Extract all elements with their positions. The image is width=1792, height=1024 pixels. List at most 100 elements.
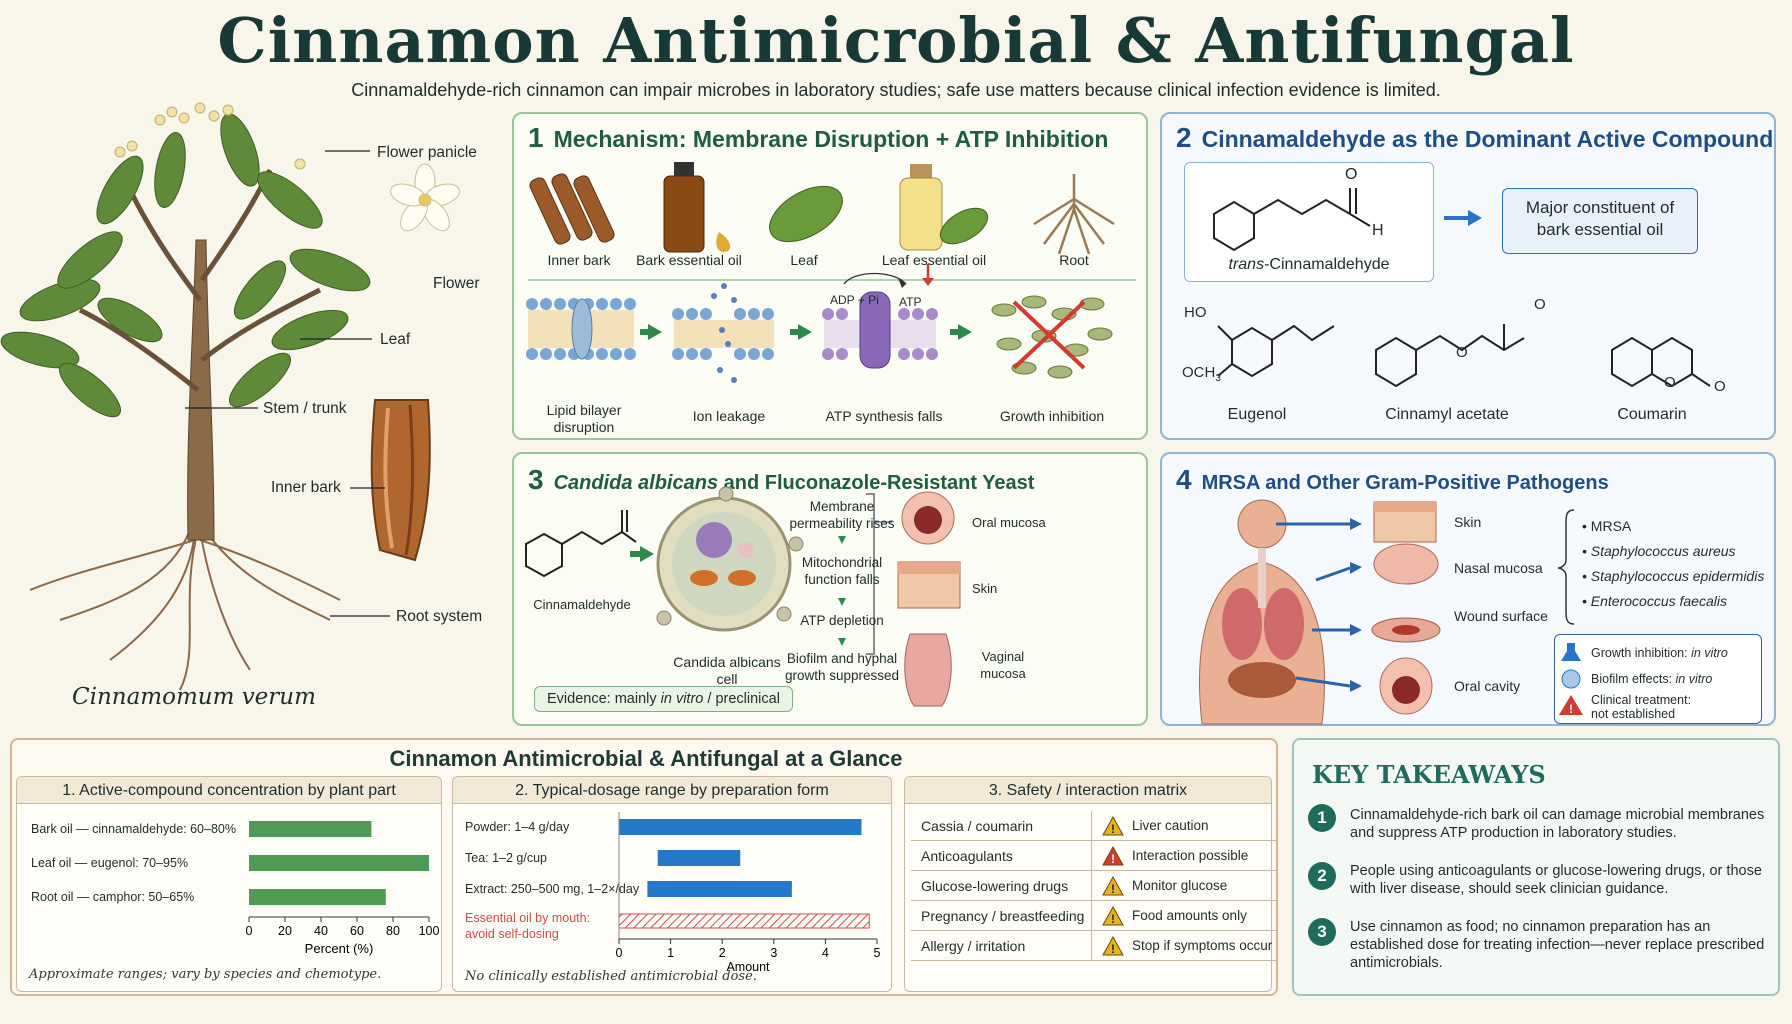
x-tick-label: 40 — [314, 924, 328, 938]
x-tick-label: 0 — [616, 946, 623, 960]
x-axis-label: Amount — [726, 960, 770, 974]
atp-label: ATP — [899, 295, 922, 309]
candida-cell-icon — [656, 486, 804, 632]
adp-label: ADP + Pi — [830, 293, 879, 307]
atom-o-acetate-top: O — [1534, 296, 1546, 313]
x-tick-label: 0 — [246, 924, 253, 938]
matrix-row: Glucose-lowering drugs !Monitor glucose — [911, 871, 1276, 901]
bar-label: Extract: 250–500 mg, 1–2×/day — [465, 882, 640, 896]
atom-o-main: O — [1345, 166, 1358, 183]
part-leaf-oil: Leaf essential oil — [881, 252, 987, 268]
main-compound-label: trans-Cinnamaldehyde — [1228, 256, 1390, 273]
step-bilayer: Lipid bilayer disruption — [546, 402, 622, 435]
takeaway-number: 1 — [1308, 804, 1336, 832]
bar — [619, 819, 862, 835]
svg-text:!: ! — [1111, 852, 1115, 866]
chart-concentration-title: 1. Active-compound concentration by plan… — [17, 777, 441, 804]
step-growth: Growth inhibition — [999, 408, 1105, 424]
pathogen-item: • Staphylococcus aureus — [1582, 543, 1736, 559]
matrix-flag: !Stop if symptoms occur — [1091, 931, 1272, 961]
main-compound-box — [1184, 162, 1434, 282]
key-takeaways-panel: KEY TAKEAWAYS 1 Cinnamaldehyde-rich bark… — [1292, 738, 1780, 996]
matrix-flag: !Food amounts only — [1091, 901, 1247, 931]
page-title: Cinnamon Antimicrobial & Antifungal — [217, 4, 1575, 77]
atom-o-coumarin-ring: O — [1664, 374, 1676, 391]
atom-o-coumarin: O — [1714, 378, 1726, 395]
matrix-flag: !Interaction possible — [1091, 841, 1248, 871]
x-tick-label: 4 — [822, 946, 829, 960]
site-oral-cavity: Oral cavity — [1454, 678, 1521, 694]
bar-label: Leaf oil — eugenol: 70–95% — [31, 856, 188, 870]
evidence-legend: ! Growth inhibition: in vitro Biofilm ef… — [1554, 634, 1762, 724]
chart-concentration: 1. Active-compound concentration by plan… — [16, 776, 442, 992]
warning-icon — [1559, 695, 1583, 715]
part-root: Root — [1059, 252, 1089, 268]
site-nasal-mucosa: Nasal mucosa — [1454, 560, 1543, 576]
label-inner-bark: Inner bark — [271, 479, 341, 496]
matrix-flag-text: Food amounts only — [1132, 908, 1247, 923]
site-skin-mrsa: Skin — [1454, 514, 1482, 530]
label-root-system: Root system — [396, 608, 483, 625]
bar — [249, 855, 429, 871]
chemical-structures-icon — [1213, 188, 1711, 388]
takeaway-item: Use cinnamon as food; no cinnamon prepar… — [1350, 919, 1765, 971]
x-tick-label: 3 — [770, 946, 777, 960]
pathogen-list: • MRSA • Staphylococcus aureus • Staphyl… — [1582, 514, 1764, 614]
x-tick-label: 2 — [719, 946, 726, 960]
lipid-bilayer-icon — [526, 298, 636, 360]
compound-cinnamaldehyde: Cinnamaldehyde — [533, 597, 631, 612]
atom-och3: OCH3 — [1182, 364, 1221, 384]
site-vaginal-mucosa: Vaginal mucosa — [980, 649, 1026, 681]
chart-concentration-note: Approximate ranges; vary by species and … — [29, 967, 382, 982]
atom-o-acetate: O — [1456, 344, 1468, 361]
bar-label: Root oil — camphor: 50–65% — [31, 890, 194, 904]
oral-mucosa-icon — [901, 491, 955, 545]
legend-biofilm: Biofilm effects: in vitro — [1591, 672, 1713, 686]
species-caption: Cinnamomum verum — [72, 684, 316, 710]
at-a-glance-title: Cinnamon Antimicrobial & Antifungal at a… — [389, 746, 903, 771]
safety-matrix: 3. Safety / interaction matrix Cassia / … — [904, 776, 1276, 992]
bar-label: Bark oil — cinnamaldehyde: 60–80% — [31, 822, 236, 836]
label-leaf: Leaf — [380, 331, 411, 348]
legend-clinical: Clinical treatment: not established — [1591, 693, 1692, 721]
matrix-flag-text: Liver caution — [1132, 818, 1209, 833]
takeaway-item: People using anticoagulants or glucose-l… — [1350, 863, 1762, 897]
x-tick-label: 80 — [386, 924, 400, 938]
site-wound-surface: Wound surface — [1454, 608, 1548, 624]
chain-permeability: Membrane permeability rises — [789, 499, 895, 531]
at-a-glance-panel: Cinnamon Antimicrobial & Antifungal at a… — [10, 738, 1278, 996]
matrix-row: Allergy / irritation!Stop if symptoms oc… — [911, 931, 1276, 961]
takeaway-number: 3 — [1308, 918, 1336, 946]
flask-icon — [1561, 643, 1581, 661]
constituent-box: Major constituent of bark essential oil — [1502, 188, 1698, 254]
x-tick-label: 5 — [874, 946, 881, 960]
chart-dosage-note: No clinically established antimicrobial … — [465, 969, 757, 984]
svg-text:!: ! — [1569, 702, 1573, 716]
chart-dosage-title: 2. Typical-dosage range by preparation f… — [453, 777, 891, 804]
matrix-item: Glucose-lowering drugs — [921, 878, 1069, 894]
legend-growth: Growth inhibition: in vitro — [1591, 646, 1728, 660]
label-stem-trunk: Stem / trunk — [263, 400, 347, 417]
bar — [647, 881, 792, 897]
label-flower-panicle: Flower panicle — [377, 144, 477, 161]
matrix-item: Cassia / coumarin — [921, 818, 1034, 834]
matrix-flag: !Monitor glucose — [1091, 871, 1227, 901]
label-flower: Flower — [433, 275, 480, 292]
matrix-row: Anticoagulants !Interaction possible — [911, 841, 1276, 871]
matrix-item: Anticoagulants — [921, 848, 1013, 864]
x-tick-label: 20 — [278, 924, 292, 938]
skin-icon — [897, 561, 961, 609]
pathogen-item: • Staphylococcus epidermidis — [1582, 568, 1765, 584]
part-leaf: Leaf — [790, 252, 818, 268]
cinnamon-tree-icon — [0, 102, 460, 691]
matrix-row: Cassia / coumarin!Liver caution — [911, 811, 1276, 841]
svg-text:!: ! — [1111, 882, 1115, 896]
compound-coumarin: Coumarin — [1617, 406, 1687, 423]
pathogen-item: • Enterococcus faecalis — [1582, 593, 1727, 609]
key-takeaways-title: KEY TAKEAWAYS — [1312, 760, 1546, 789]
plant-parts-icons — [526, 162, 1136, 383]
plant-illustration: Flower panicle Flower Leaf Stem / trunk … — [0, 60, 510, 720]
x-tick-label: 60 — [350, 924, 364, 938]
part-inner-bark: Inner bark — [547, 252, 611, 268]
